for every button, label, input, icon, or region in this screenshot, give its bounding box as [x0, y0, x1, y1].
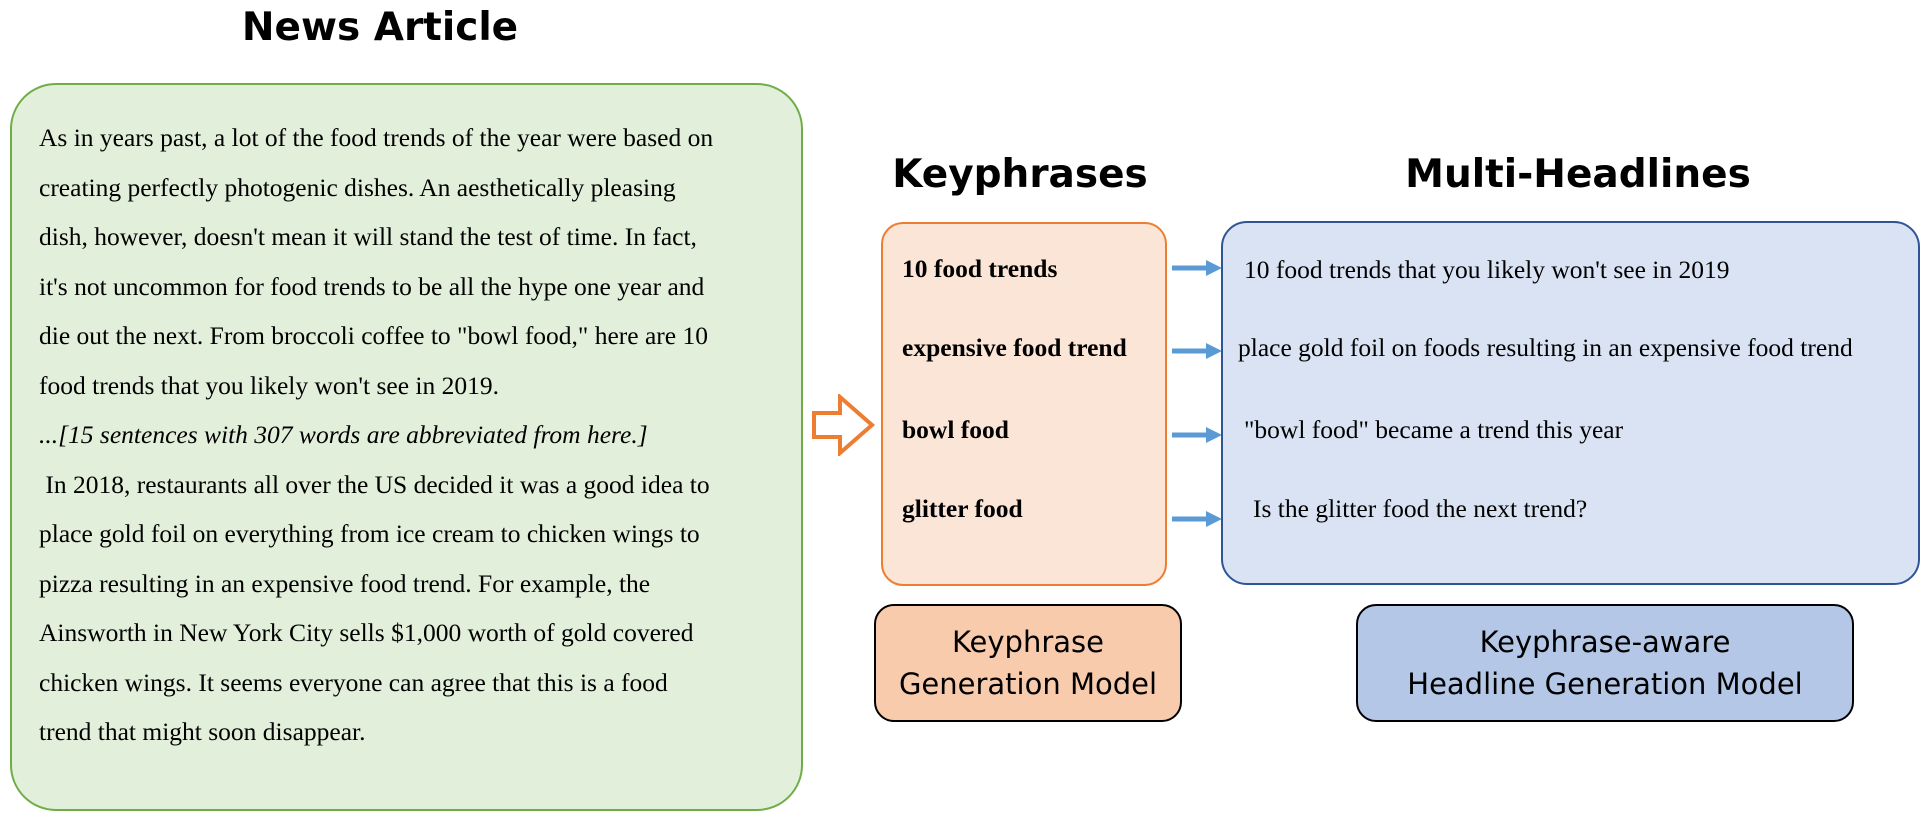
article-line: place gold foil on everything from ice c… — [39, 519, 700, 548]
news-article-box — [10, 83, 803, 811]
article-line: die out the next. From broccoli coffee t… — [39, 321, 708, 350]
model-label-line: Keyphrase-aware — [1479, 625, 1731, 659]
article-line: Ainsworth in New York City sells $1,000 … — [39, 618, 694, 647]
article-line: creating perfectly photogenic dishes. An… — [39, 172, 676, 202]
arrow-right-icon — [1172, 343, 1222, 359]
headline-item: Is the glitter food the next trend? — [1253, 494, 1588, 523]
model-label-line: Keyphrase — [951, 625, 1104, 659]
article-line: dish, however, doesn't mean it will stan… — [39, 222, 697, 251]
headline-generation-model-box: Keyphrase-aware Headline Generation Mode… — [1356, 604, 1854, 722]
keyphrase-item: 10 food trends — [902, 254, 1058, 283]
article-line: As in years past, a lot of the food tren… — [39, 123, 714, 152]
headline-item: place gold foil on foods resulting in an… — [1238, 333, 1853, 362]
article-line: chicken wings. It seems everyone can agr… — [39, 667, 668, 697]
article-line: pizza resulting in an expensive food tre… — [39, 568, 651, 598]
keyphrase-item: expensive food trend — [902, 333, 1127, 362]
news-article-heading: News Article — [241, 5, 519, 50]
keyphrases-heading: Keyphrases — [892, 152, 1148, 197]
arrow-right-icon — [1172, 427, 1222, 443]
arrow-right-icon — [1172, 260, 1222, 276]
headline-item: "bowl food" became a trend this year — [1244, 415, 1624, 444]
article-line: In 2018, restaurants all over the US dec… — [39, 469, 710, 499]
article-line: trend that might soon disappear. — [39, 717, 366, 746]
keyphrase-item: bowl food — [902, 415, 1009, 444]
flow-arrow-icon — [812, 394, 876, 456]
article-abbreviation-note: ...[15 sentences with 307 words are abbr… — [39, 420, 648, 449]
multi-headlines-heading: Multi-Headlines — [1405, 152, 1751, 197]
news-article-text: As in years past, a lot of the food tren… — [39, 113, 799, 757]
model-label-line: Generation Model — [898, 667, 1158, 701]
model-label-line: Headline Generation Model — [1407, 667, 1803, 701]
keyphrases-box — [881, 222, 1167, 586]
keyphrase-item: glitter food — [902, 494, 1023, 523]
headline-item: 10 food trends that you likely won't see… — [1244, 255, 1730, 284]
article-line: it's not uncommon for food trends to be … — [39, 271, 705, 301]
article-line: food trends that you likely won't see in… — [39, 370, 499, 400]
keyphrase-generation-model-box: Keyphrase Generation Model — [874, 604, 1182, 722]
multi-headlines-box — [1221, 221, 1920, 585]
arrow-right-icon — [1172, 511, 1222, 527]
